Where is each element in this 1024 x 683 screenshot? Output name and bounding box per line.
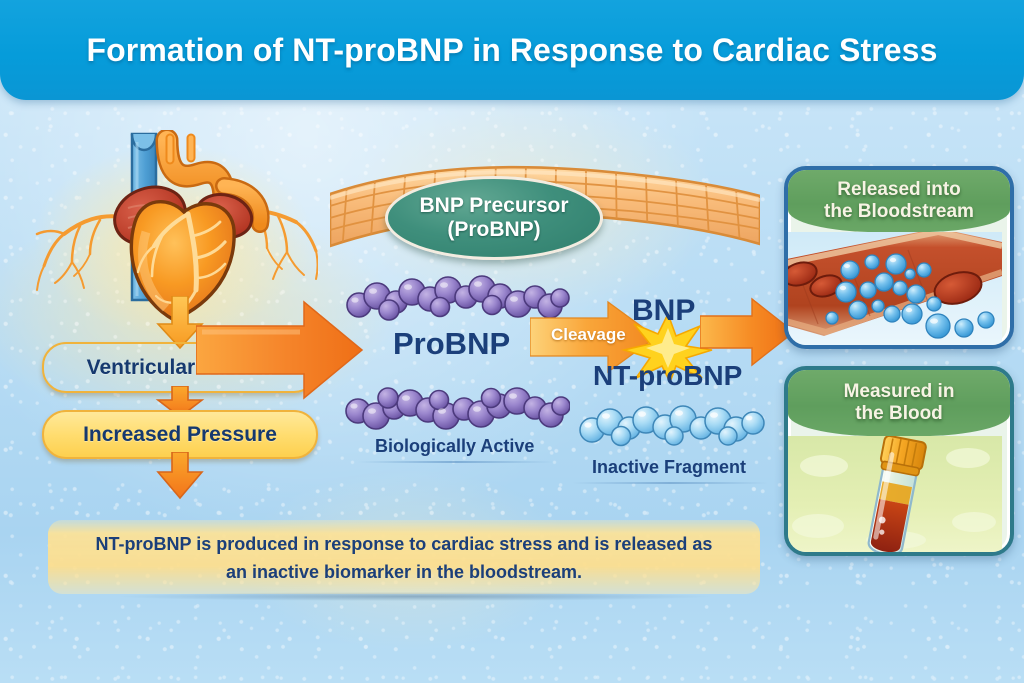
title-banner: Formation of NT-proBNP in Response to Ca… bbox=[0, 0, 1024, 100]
probnp-bead-chain-bottom bbox=[345, 387, 570, 430]
caption-text: NT-proBNP is produced in response to car… bbox=[48, 531, 760, 587]
anatomical-heart-illustration bbox=[28, 128, 319, 340]
biologically-active-label: Biologically Active bbox=[375, 436, 535, 456]
bnp-precursor-line2: (ProBNP) bbox=[447, 218, 541, 241]
cleavage-arrow bbox=[530, 300, 658, 374]
nt-probnp-label: NT-proBNP bbox=[593, 360, 743, 391]
panel-released-title-line2: the Bloodstream bbox=[824, 201, 974, 222]
bnp-precursor-line1: BNP Precursor bbox=[419, 194, 569, 218]
blood-vessel-illustration bbox=[788, 228, 1010, 345]
panel-measured-in-blood: Measured in the Blood bbox=[784, 366, 1014, 556]
panel-measured-title-line1: Measured in bbox=[843, 381, 955, 403]
panel-measured-header: Measured in the Blood bbox=[788, 370, 1010, 436]
probnp-bead-chain-top bbox=[346, 275, 570, 321]
caption-line2: an inactive biomarker in the bloodstream… bbox=[225, 561, 583, 582]
arrow-down-to-pressure bbox=[155, 386, 205, 418]
page-title: Formation of NT-proBNP in Response to Ca… bbox=[86, 31, 938, 68]
bnp-label: BNP bbox=[632, 294, 696, 327]
panel-measured-title-line2: the Blood bbox=[855, 403, 943, 424]
panel-released-into-bloodstream: Released into the Bloodstream bbox=[784, 166, 1014, 349]
arrow-right-to-probnp bbox=[196, 300, 364, 400]
inactive-fragment-rule bbox=[572, 482, 768, 484]
increased-pressure-text: Increased Pressure bbox=[83, 422, 277, 446]
caption-line1: NT-proBNP is produced in response to car… bbox=[95, 534, 713, 554]
cleavage-label: Cleavage bbox=[551, 325, 626, 344]
probnp-label: ProBNP bbox=[393, 326, 511, 361]
inactive-fragment-label: Inactive Fragment bbox=[592, 457, 747, 477]
arrow-down-below-pressure bbox=[156, 452, 204, 500]
label-increased-pressure: Increased Pressure bbox=[42, 410, 318, 459]
inactive-fragment-bead-chain bbox=[579, 405, 765, 447]
arrow-down-to-stretch bbox=[156, 296, 204, 350]
biologically-active-rule bbox=[358, 461, 554, 463]
panel-released-header: Released into the Bloodstream bbox=[788, 170, 1010, 232]
label-bnp-precursor: BNP Precursor (ProBNP) bbox=[385, 176, 603, 260]
arrow-right-to-bloodstream bbox=[700, 297, 796, 367]
test-tube-illustration bbox=[788, 434, 1010, 552]
caption-band bbox=[48, 520, 760, 594]
panel-released-title-line1: Released into bbox=[837, 179, 961, 201]
caption-shadow bbox=[120, 592, 710, 601]
cleavage-burst-icon bbox=[620, 312, 713, 384]
